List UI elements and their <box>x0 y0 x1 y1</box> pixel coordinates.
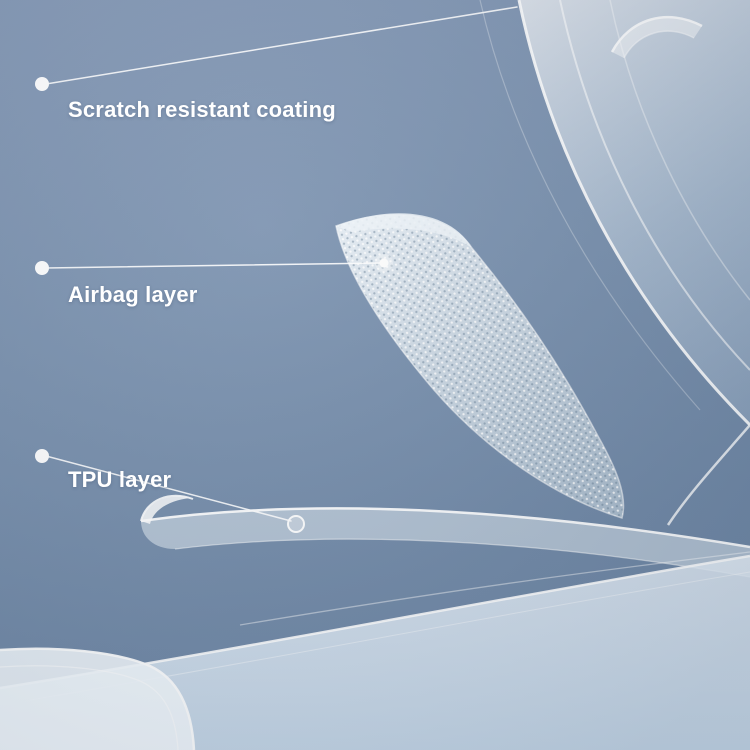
case-corner <box>0 647 196 750</box>
tpu-left-curl <box>141 496 190 524</box>
leader-line-airbag <box>45 262 382 269</box>
base-sheet-body <box>0 556 750 750</box>
airbag-pointer-dot <box>379 258 389 268</box>
tpu-bottom-edge <box>174 538 750 578</box>
base-sheet-upper-glint <box>239 551 750 626</box>
shell-bottom-lip <box>666 424 750 526</box>
label-airbag-layer: Airbag layer <box>68 282 198 307</box>
case-corner-edge <box>0 647 196 750</box>
callout-dot-tpu <box>35 449 49 463</box>
tpu-pointer-ring <box>287 515 305 533</box>
shell-body <box>519 0 750 425</box>
scratch-coating-shell <box>479 0 750 526</box>
case-corner-inner-edge <box>0 665 179 750</box>
case-corner-body <box>0 648 194 750</box>
shell-top-curl-edge <box>610 16 703 53</box>
shell-inner-edge-1 <box>559 0 750 371</box>
label-tpu-layer: TPU layer <box>68 467 172 492</box>
tpu-top-edge <box>140 507 750 549</box>
label-scratch-resistant-coating: Scratch resistant coating <box>68 97 336 122</box>
shell-outer-edge <box>517 0 750 427</box>
airbag-mesh-layer <box>335 213 625 519</box>
tpu-body <box>141 508 750 577</box>
shell-faint-edge <box>479 0 701 411</box>
callout-leaders <box>35 6 518 533</box>
tpu-layer-sheet <box>140 494 750 578</box>
shell-top-curl-inner <box>623 30 695 59</box>
callout-dot-coating <box>35 77 49 91</box>
tpu-left-curl-edge <box>140 494 194 522</box>
callout-dot-airbag <box>35 261 49 275</box>
leader-line-coating <box>45 6 518 85</box>
leader-line-tpu <box>45 455 292 522</box>
mesh-top-fold <box>336 213 472 248</box>
